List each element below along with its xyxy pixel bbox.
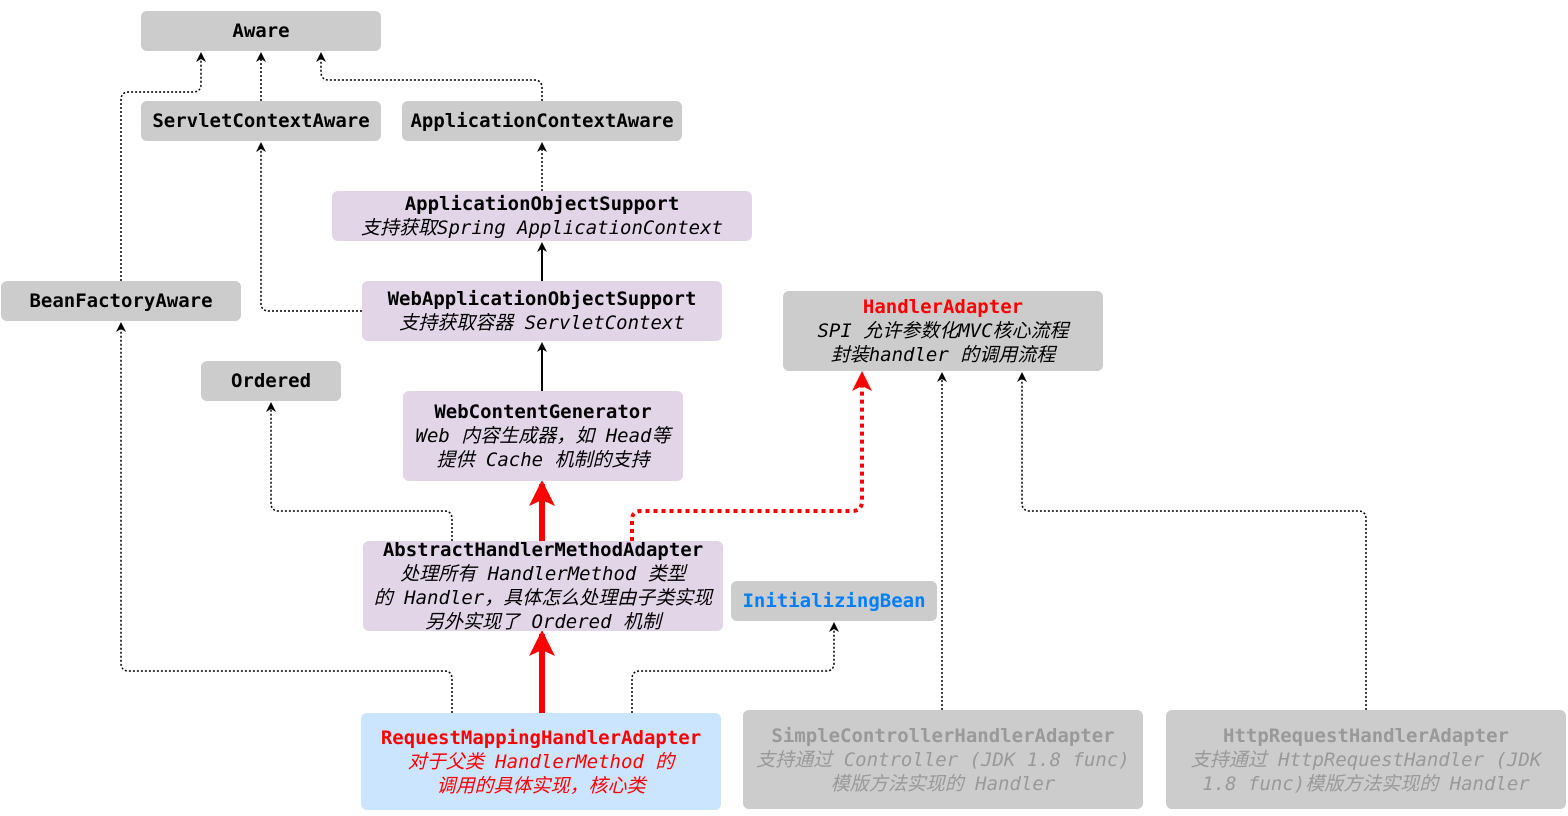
node-title: HandlerAdapter [862, 296, 1024, 318]
node-description: 提供 Cache 机制的支持 [436, 449, 650, 471]
node-web-content-generator: WebContentGenerator Web 内容生成器，如 Head等 提供… [403, 391, 683, 481]
node-title: ServletContextAware [152, 110, 370, 132]
node-title: WebApplicationObjectSupport [387, 288, 697, 310]
edge-requestmappinghandleradapter-initializingbean [631, 622, 839, 713]
node-ordered: Ordered [201, 361, 341, 401]
node-description: 支持获取Spring ApplicationContext [361, 217, 723, 239]
node-description: 对于父类 HandlerMethod 的 [407, 750, 675, 773]
node-abstract-handler-method-adapter: AbstractHandlerMethodAdapter 处理所有 Handle… [363, 539, 723, 633]
node-http-request-handler-adapter: HttpRequestHandlerAdapter 支持通过 HttpReque… [1166, 710, 1566, 809]
node-description: 模版方法实现的 Handler [830, 772, 1056, 795]
node-description: 另外实现了 Ordered 机制 [425, 611, 661, 633]
node-handler-adapter: HandlerAdapter SPI 允许参数化MVC核心流程 封装handle… [783, 291, 1103, 371]
node-request-mapping-handler-adapter: RequestMappingHandlerAdapter 对于父类 Handle… [361, 713, 721, 810]
node-description: 支持通过 HttpRequestHandler (JDK [1190, 748, 1542, 771]
edge-webapplicationobjectsupport-servletcontextaware [256, 142, 362, 312]
node-title: AbstractHandlerMethodAdapter [382, 539, 704, 561]
node-title: RequestMappingHandlerAdapter [380, 726, 702, 749]
node-web-application-object-support: WebApplicationObjectSupport 支持获取容器 Servl… [362, 281, 722, 341]
edge-beanfactoryaware-aware [120, 52, 206, 281]
node-description: 封装handler 的调用流程 [830, 344, 1056, 366]
node-simple-controller-handler-adapter: SimpleControllerHandlerAdapter 支持通过 Cont… [743, 710, 1143, 809]
node-aware: Aware [141, 11, 381, 51]
node-initializing-bean: InitializingBean [731, 581, 937, 621]
node-title: SimpleControllerHandlerAdapter [771, 724, 1115, 747]
node-title: InitializingBean [742, 590, 926, 612]
node-title: HttpRequestHandlerAdapter [1223, 724, 1509, 747]
edge-abstracthandlermethodadapter-ordered [266, 402, 453, 541]
node-bean-factory-aware: BeanFactoryAware [1, 281, 241, 321]
node-description: 处理所有 HandlerMethod 类型 [400, 563, 686, 585]
node-title: ApplicationContextAware [410, 110, 674, 132]
node-description: 调用的具体实现，核心类 [436, 774, 646, 797]
node-description: Web 内容生成器，如 Head等 [415, 425, 671, 447]
node-description: SPI 允许参数化MVC核心流程 [817, 320, 1069, 342]
node-title: ApplicationObjectSupport [404, 193, 680, 215]
node-description: 1.8 func)模版方法实现的 Handler [1202, 772, 1530, 795]
node-description: 的 Handler，具体怎么处理由子类实现 [373, 587, 713, 609]
edge-requestmappinghandleradapter-beanfactoryaware [116, 322, 453, 713]
edge-httprequesthandleradapter-handleradapter [1017, 372, 1367, 710]
node-title: BeanFactoryAware [29, 290, 213, 312]
node-title: WebContentGenerator [434, 401, 652, 423]
node-description: 支持获取容器 ServletContext [399, 312, 685, 334]
node-title: Aware [232, 20, 290, 42]
edge-applicationcontextaware-aware [316, 52, 543, 101]
node-application-context-aware: ApplicationContextAware [402, 101, 682, 141]
node-description: 支持通过 Controller (JDK 1.8 func) [756, 748, 1130, 771]
edge-abstracthandlermethodadapter-handleradapter [630, 371, 872, 541]
node-application-object-support: ApplicationObjectSupport 支持获取Spring Appl… [332, 191, 752, 241]
node-title: Ordered [230, 370, 312, 392]
node-servlet-context-aware: ServletContextAware [141, 101, 381, 141]
